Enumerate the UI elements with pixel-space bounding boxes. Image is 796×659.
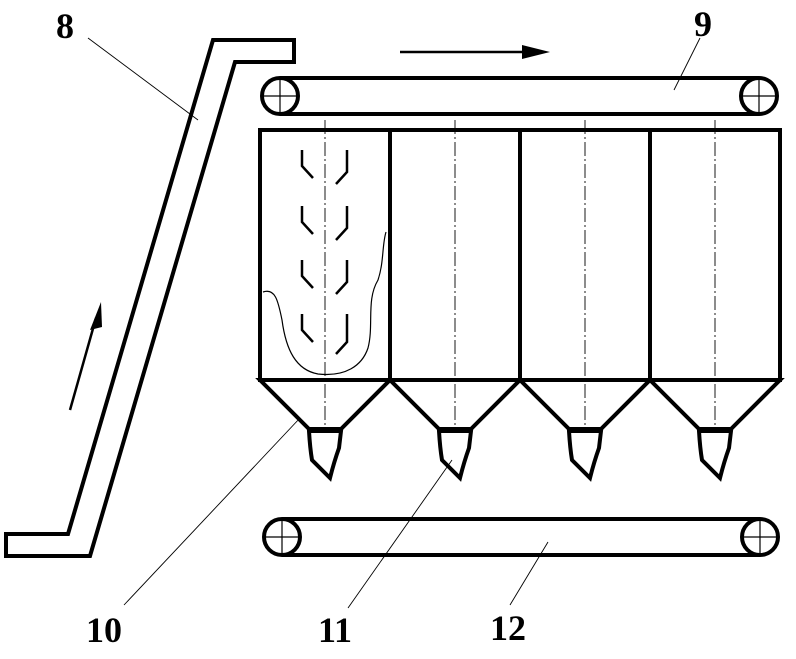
discharge-valve-2 [436,429,474,482]
leader-line-9 [673,37,701,91]
leader-lines [87,37,701,609]
arrow-head-right [522,45,550,59]
label-bottom-conveyor: 12 [490,608,526,648]
elevator-body [4,38,296,558]
label-silo: 10 [86,610,122,650]
top-belt-conveyor [260,76,779,116]
inclined-elevator [4,38,296,558]
arrow-head-up [90,302,102,330]
material-surface-line [262,231,387,376]
elevator-direction-arrow [68,302,102,411]
discharge-valve-3 [566,429,604,482]
leader-line-8 [87,37,199,121]
leader-line-12 [509,541,549,606]
silo-bank [255,120,785,431]
reference-labels: 8 9 10 11 12 [56,4,712,650]
silo-1-baffles [300,150,349,355]
label-elevator: 8 [56,6,74,46]
top-conveyor-direction-arrow [400,45,550,59]
leader-line-11 [347,459,453,609]
discharge-valves [306,429,734,482]
label-discharge-valve: 11 [318,610,352,650]
leader-line-10 [123,417,301,606]
discharge-valve-1 [306,429,344,482]
label-top-conveyor: 9 [694,4,712,44]
discharge-valve-4 [696,429,734,482]
bottom-belt-conveyor [262,517,780,557]
silo-1-material [262,231,387,376]
